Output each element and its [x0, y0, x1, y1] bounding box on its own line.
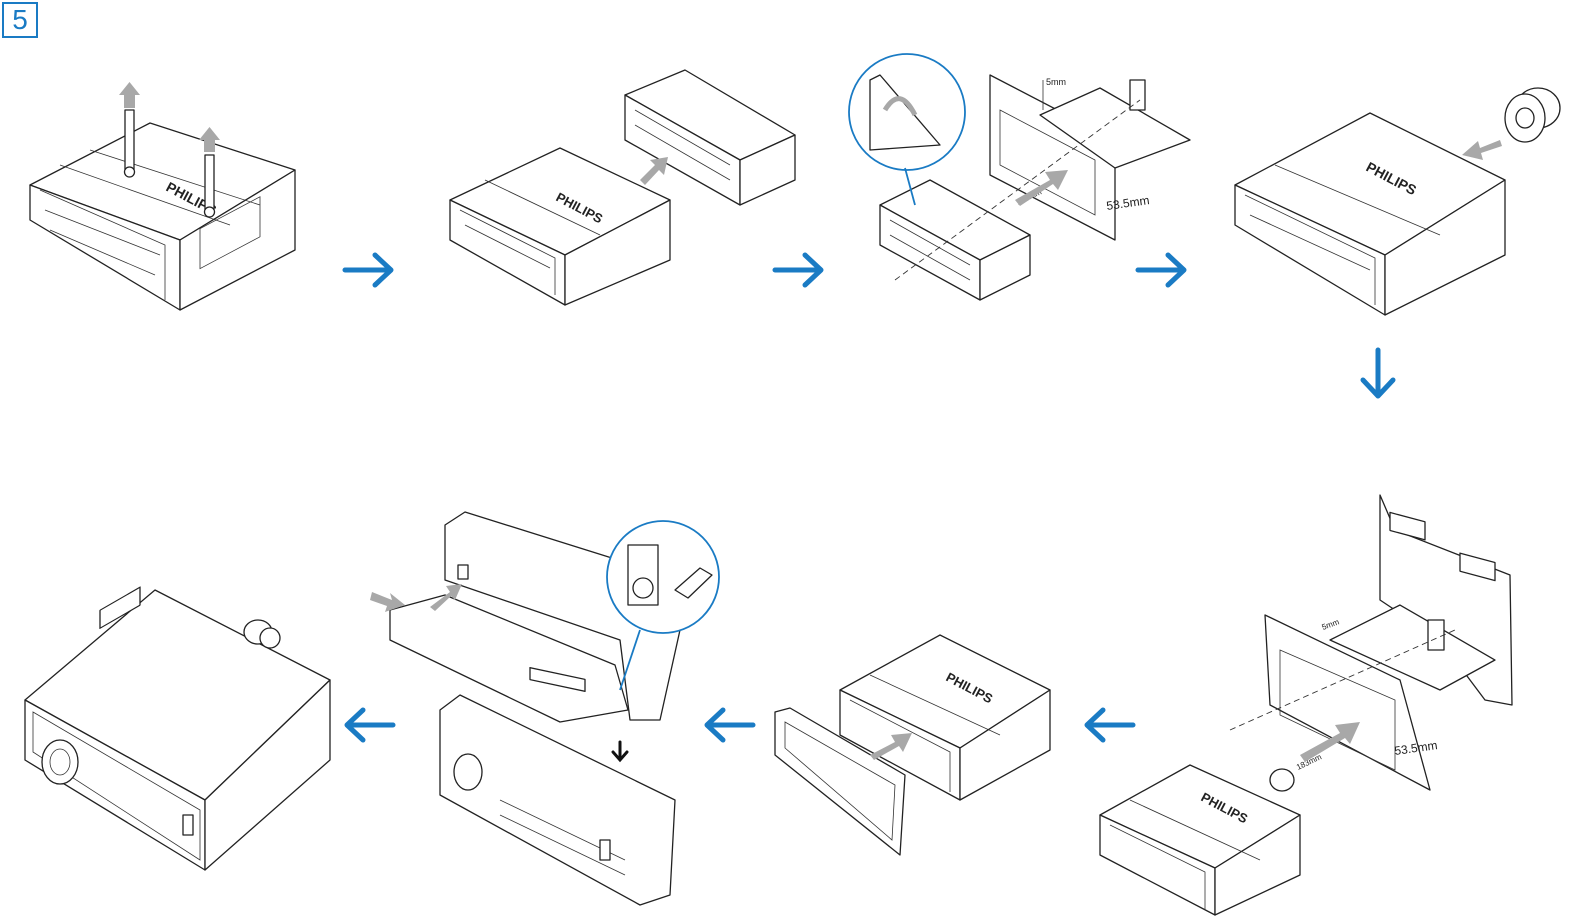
- step8-installed-unit: [24, 586, 331, 871]
- arrow-left-6: [704, 707, 756, 743]
- step2-unit-and-sleeve: PHILIPS: [449, 69, 796, 306]
- arrow-left-7: [344, 707, 396, 743]
- step5-insert-dashboard: 5mm 53.5mm 183mm PHILIPS: [1099, 494, 1513, 916]
- step6-trim-frame: PHILIPS: [774, 634, 1051, 856]
- step5-height-label: 53.5mm: [1393, 738, 1438, 758]
- step3-sleeve-dashboard: 5mm 53.5mm 183mm: [848, 53, 1191, 301]
- step3-thickness-label: 5mm: [1046, 77, 1066, 87]
- step-number-badge: 5: [2, 2, 38, 38]
- step4-unit-with-bush: PHILIPS: [1234, 87, 1561, 316]
- step1-unit-with-keys: PHILIPS: [29, 82, 296, 311]
- arrow-right-3: [1135, 252, 1187, 288]
- arrow-left-5: [1084, 707, 1136, 743]
- step5-thickness-label: 5mm: [1321, 617, 1341, 632]
- arrow-down-4: [1360, 347, 1396, 399]
- arrow-right-1: [342, 252, 394, 288]
- step7-front-panel: [370, 511, 720, 906]
- arrow-right-2: [772, 252, 824, 288]
- step3-height-label: 53.5mm: [1105, 193, 1150, 213]
